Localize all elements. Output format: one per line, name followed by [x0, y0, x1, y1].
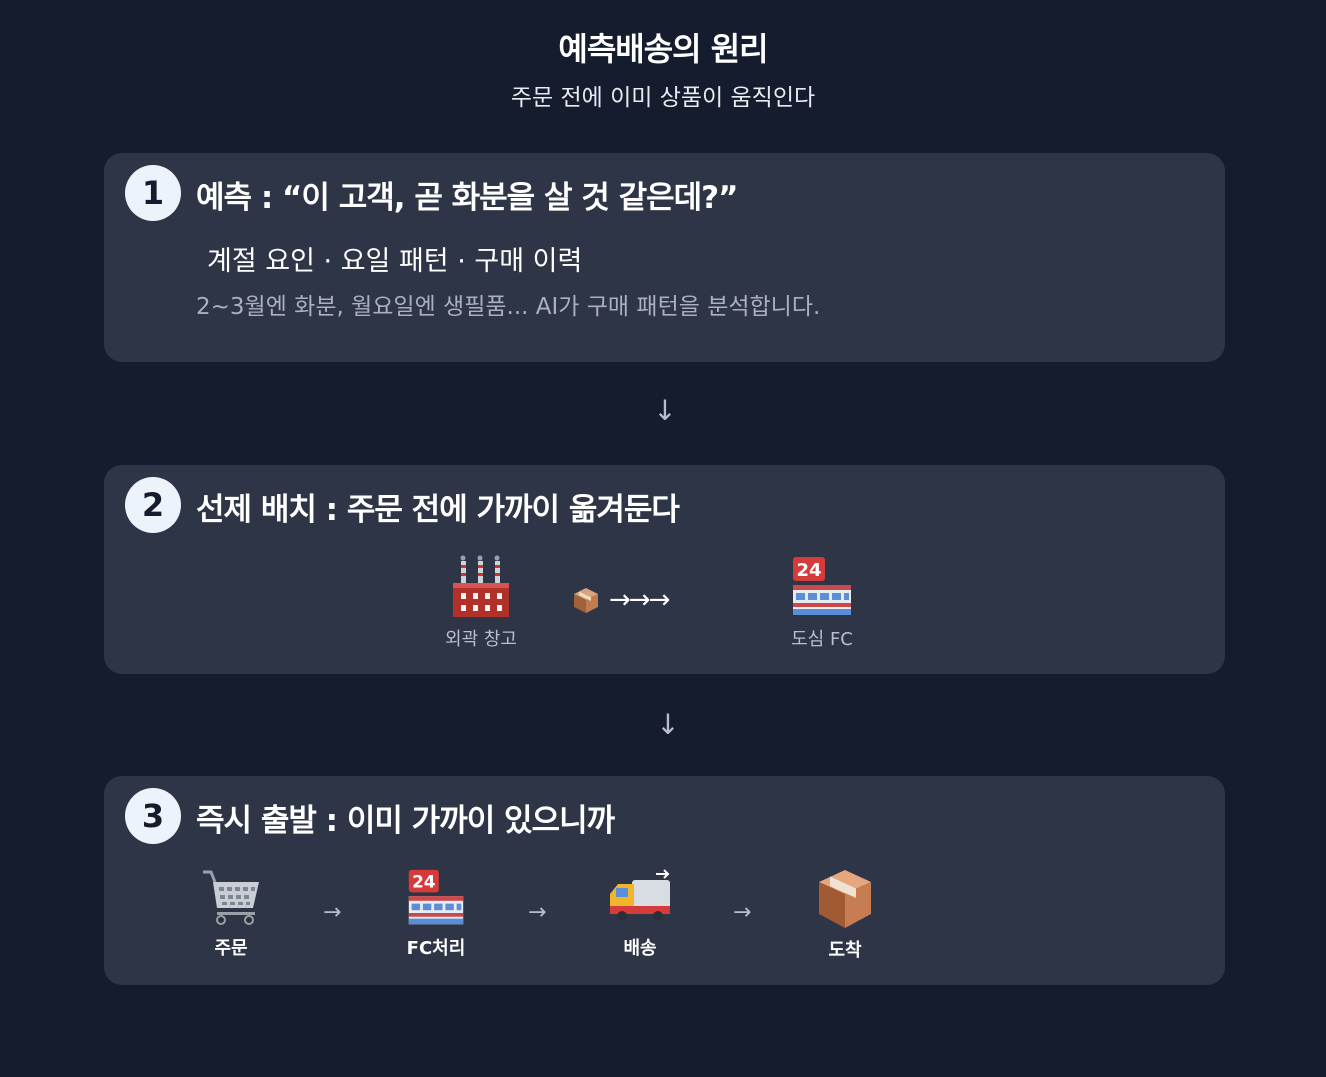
node-outer-warehouse: 외곽 창고: [421, 555, 541, 651]
node-label: 외곽 창고: [445, 629, 517, 650]
step-factors: 계절 요인 · 요일 패턴 · 구매 이력: [207, 246, 583, 277]
step-description: 2~3월엔 화분, 월요일엔 생필품... AI가 구매 패턴을 분석합니다.: [196, 294, 821, 320]
page-title: 예측배송의 원리: [558, 30, 768, 68]
step-card-placement: 2 선제 배치 : 주문 전에 가까이 옮겨둔다 외: [104, 465, 1225, 674]
node-delivery: 배송: [580, 868, 700, 960]
step-heading: 즉시 출발 : 이미 가까이 있으니까: [196, 803, 615, 839]
node-label: 배송: [623, 938, 657, 959]
step-card-dispatch: 3 즉시 출발 : 이미 가까이 있으니까 주문 → 24: [104, 776, 1225, 985]
transfer-arrows: →→→: [609, 585, 670, 615]
down-arrow-icon: ↓: [656, 708, 680, 741]
step-number-badge: 2: [125, 477, 181, 533]
factory-icon: [453, 555, 509, 617]
flow-arrow-icon: →: [528, 900, 547, 925]
node-order: 주문: [171, 868, 291, 960]
truck-icon: [610, 869, 670, 921]
small-box-icon: [574, 588, 598, 613]
node-city-fc: 24 도심 FC: [762, 555, 882, 651]
node-fc-processing: 24 FC처리: [376, 868, 496, 960]
node-label: 도착: [828, 940, 862, 961]
step-number-badge: 3: [125, 788, 181, 844]
step-heading: 예측 : “이 고객, 곧 화분을 살 것 같은데?”: [196, 180, 739, 216]
page-subtitle: 주문 전에 이미 상품이 움직인다: [510, 85, 816, 111]
cart-icon: [203, 870, 259, 925]
step-heading: 선제 배치 : 주문 전에 가까이 옮겨둔다: [196, 492, 680, 528]
node-arrival: 도착: [785, 868, 905, 962]
svg-text:24: 24: [412, 872, 435, 892]
step-card-prediction: 1 예측 : “이 고객, 곧 화분을 살 것 같은데?” 계절 요인 · 요일…: [104, 153, 1225, 362]
package-icon: [819, 870, 871, 928]
down-arrow-icon: ↓: [653, 394, 677, 427]
node-label: FC처리: [406, 938, 466, 959]
fc-store-icon: 24: [793, 557, 851, 615]
node-label: 주문: [214, 938, 248, 959]
fc-store-icon: 24: [408, 869, 464, 925]
svg-text:24: 24: [796, 560, 821, 581]
flow-arrow-icon: →: [733, 900, 752, 925]
step-number-badge: 1: [125, 165, 181, 221]
flow-arrow-icon: →: [323, 900, 342, 925]
node-label: 도심 FC: [791, 629, 853, 650]
